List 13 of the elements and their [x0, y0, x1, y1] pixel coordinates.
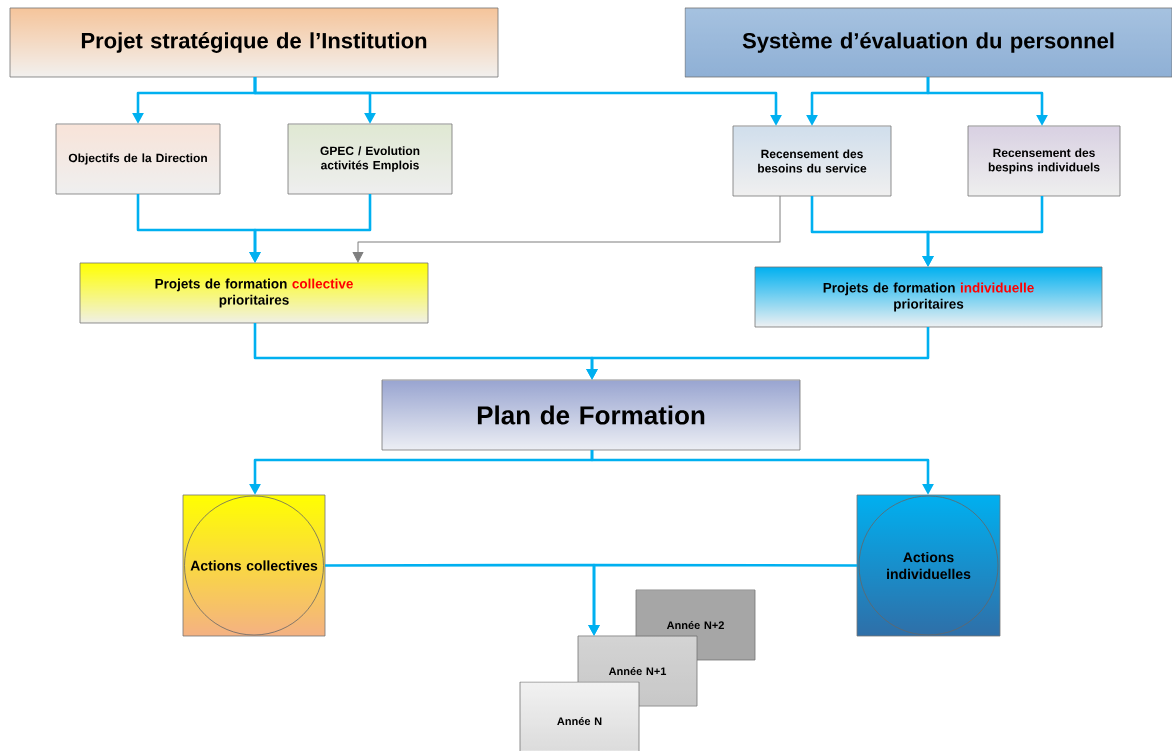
year-card: Année N: [519, 681, 640, 751]
process-box: Recensement des bespins individuels: [967, 125, 1121, 197]
arrow: [352, 195, 781, 263]
heading-box: Système d’évaluation du personnel: [684, 7, 1172, 78]
heading-box: Plan de Formation: [381, 379, 801, 451]
process-box: Projets de formation collective prioritaires: [79, 262, 429, 324]
process-box: Recensement des besoins du service: [732, 125, 892, 197]
action-square: Actions individuelles: [856, 494, 1001, 637]
heading-box: Projet stratégique de l’Institution: [9, 7, 499, 78]
action-square: Actions collectives: [182, 494, 326, 637]
process-box: GPEC / Evolution activités Emplois: [287, 123, 453, 195]
process-box: Objectifs de la Direction: [55, 123, 221, 195]
process-box: Projets de formation individuelle prioritaires: [754, 266, 1103, 328]
